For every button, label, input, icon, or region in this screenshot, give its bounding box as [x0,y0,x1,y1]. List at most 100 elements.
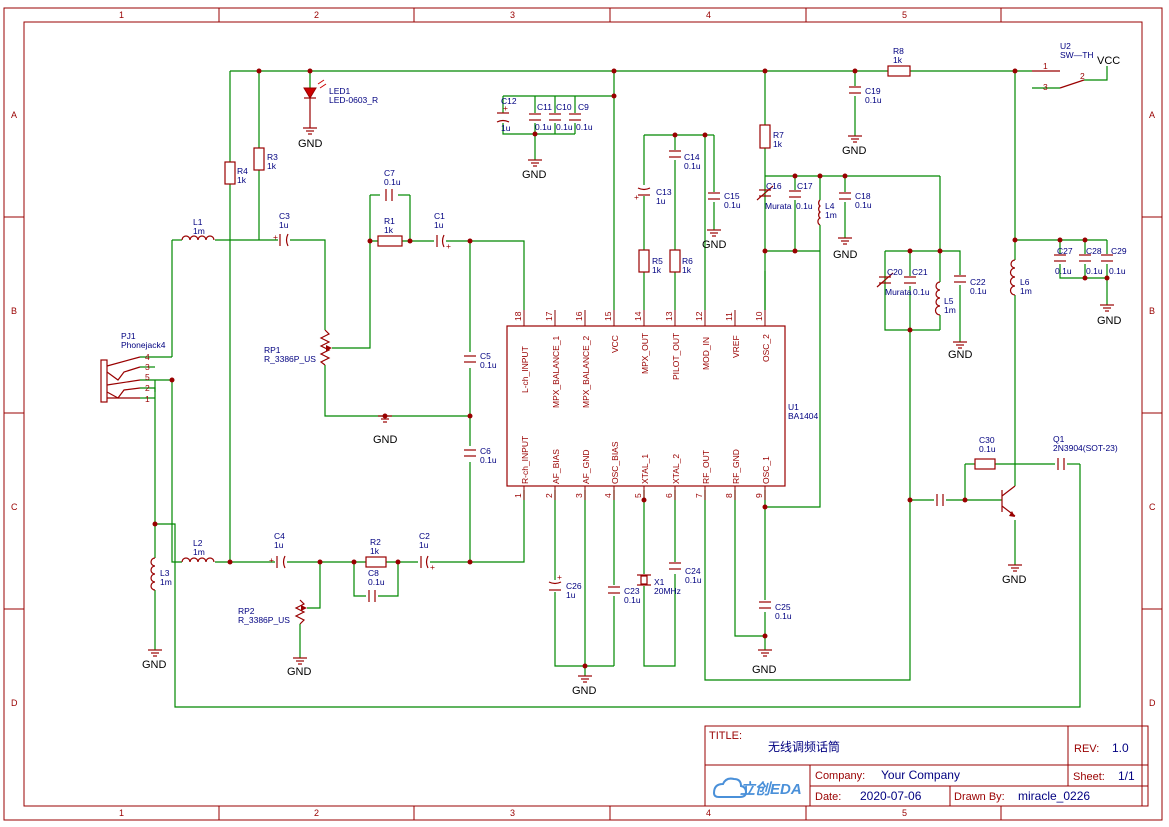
component-designator: C5 [480,351,491,361]
component-value: 1m [193,547,205,557]
lceda-logo: 立创EDA [712,777,802,798]
ic-pin-number: 8 [724,493,734,498]
svg-text:+: + [557,572,562,582]
component-designator: R7 [773,130,784,140]
u2-pin-number: 3 [1043,82,1048,92]
component-value: 1u [274,540,284,550]
component-value: 0.1u [685,575,702,585]
grid-row-label: A [1149,110,1155,120]
component-value: 1u [419,540,429,550]
title-block: TITLE: 无线调频话筒 REV: 1.0 Company: Your Com… [704,725,1149,807]
component-value: 1u [279,220,289,230]
component-value: 0.1u [1055,266,1072,276]
component-designator: C27 [1057,246,1073,256]
component-value: Murata [765,201,792,211]
ic-pin-name: MPX_BALANCE_1 [551,335,561,408]
component-designator: C11 [537,102,552,112]
grid-col-label: 2 [314,808,319,818]
gnd-symbol: GND [948,341,973,361]
gnd-symbol: GND [373,415,398,446]
component-designator: C12 [501,96,517,106]
pj1-pin-number: 2 [145,383,150,393]
gnd-symbol: GND [298,127,323,150]
gnd-symbol: GND [1097,304,1122,327]
ic-pin-number: 3 [574,493,584,498]
component-designator: L1 [193,217,203,227]
component-value: 20MHz [654,586,681,596]
capacitors: C3 1u C7 0.1u C1 1u C5 0.1u C6 0.1u C4 1… [274,86,1127,621]
grid-col-label: 3 [510,10,515,20]
component-designator: R4 [237,166,248,176]
resistors: R4 1k R3 1k R1 1k R2 1k R5 1k R6 1k R7 1… [224,46,996,568]
component-value: 1u [566,590,576,600]
component-value: 0.1u [576,122,593,132]
ic-pin-number: 12 [694,311,704,321]
grid-col-label: 4 [706,808,711,818]
component-value: 1k [370,546,380,556]
component-value: LED-0603_R [329,95,378,105]
gnd-symbol: GND [842,135,867,157]
component-designator: L3 [160,568,170,578]
component-designator: RP2 [238,606,255,616]
component-value: 1k [682,265,692,275]
grid-row-label: D [11,698,18,708]
ic-pin-name: RF_GND [731,449,741,484]
component-designator: C6 [480,446,491,456]
component-value: 1k [237,175,247,185]
component-value: 0.1u [480,360,497,370]
pj1-designator: PJ1 [121,331,136,341]
component-designator: C23 [624,586,640,596]
component-value: 2N3904(SOT-23) [1053,443,1118,453]
component-designator: C24 [685,566,701,576]
component-value: 0.1u [865,95,882,105]
title-label: TITLE: [709,730,742,742]
component-designator: L2 [193,538,203,548]
component-designator: C9 [578,102,589,112]
svg-text:+: + [503,103,508,113]
component-designator: L4 [825,201,835,211]
component-designator: C10 [556,102,572,112]
ic-pin-number: 2 [544,493,554,498]
ic-pin-number: 17 [544,311,554,321]
ic-pin-number: 1 [513,493,523,498]
component-designator: R6 [682,256,693,266]
component-value: 1k [893,55,903,65]
component-value: 1k [384,225,394,235]
component-value: 1m [825,210,837,220]
gnd-label: GND [572,685,597,697]
grid-labels: 1 2 3 4 5 1 2 3 4 5 A B C D A B C D [11,10,1156,818]
grid-col-label: 4 [706,10,711,20]
ic-pin-number: 4 [603,493,613,498]
pj1-pin-number: 5 [145,372,150,382]
component-value: 0.1u [855,200,872,210]
ic-u1: U1 BA1404 18 17 16 15 14 13 12 11 10 L-c… [506,310,819,500]
ic-pin-name: XTAL_2 [671,454,681,484]
svg-text:+: + [269,555,274,565]
ic-pin-name: R-ch_INPUT [520,436,530,484]
ic-pin-name: MPX_BALANCE_2 [581,335,591,408]
gnd-label: GND [948,349,973,361]
ic-value: BA1404 [788,411,819,421]
ic-pin-number: 9 [754,493,764,498]
ic-pin-number: 5 [633,493,643,498]
ic-pin-number: 7 [694,493,704,498]
gnd-symbol: GND [1002,564,1027,586]
sheet-frame [3,7,1163,821]
component-value: 1k [652,265,662,275]
gnd-label: GND [1002,574,1027,586]
grid-row-label: D [1149,698,1156,708]
u2-value: SW—TH [1060,50,1094,60]
component-value: 0.1u [624,595,641,605]
date-value: 2020-07-06 [860,789,922,803]
ic-pin-name: OSC_1 [761,456,771,484]
component-value: 0.1u [979,444,996,454]
ic-pin-name: AF_GND [581,450,591,484]
u2-pin-number: 1 [1043,61,1048,71]
pj1-pin-number: 1 [145,394,150,404]
component-designator: C4 [274,531,285,541]
ic-pin-name: PILOT_OUT [671,333,681,380]
component-value: 1k [267,161,277,171]
component-value: 0.1u [1086,266,1103,276]
component-designator: C3 [279,211,290,221]
ic-designator: U1 [788,402,799,412]
